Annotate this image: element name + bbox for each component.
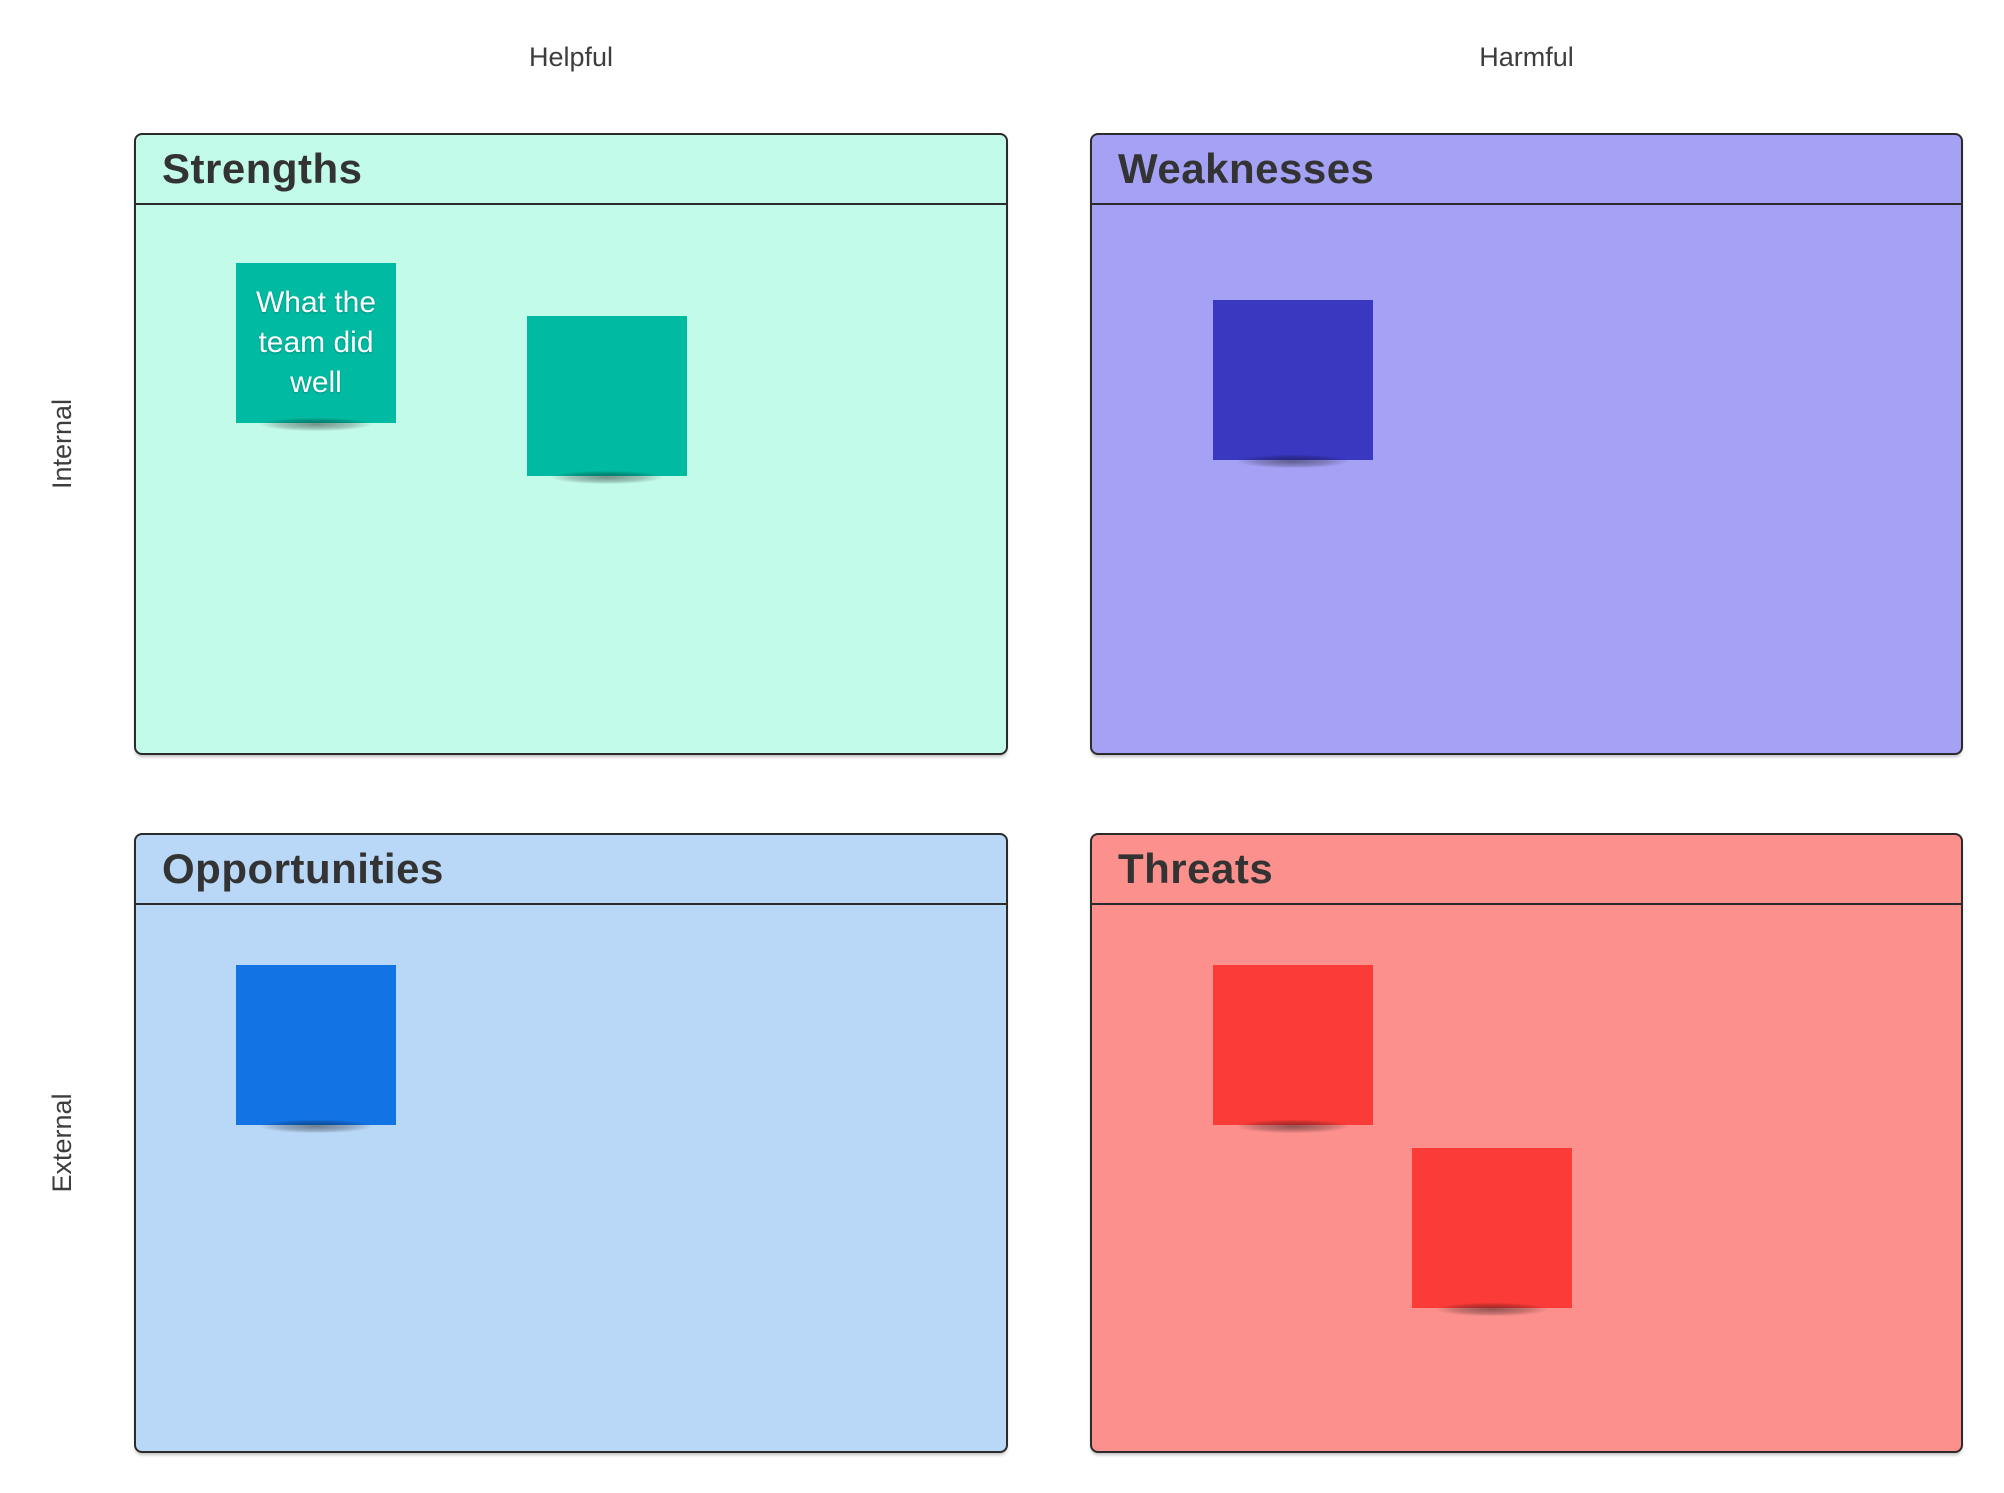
quadrant-strengths-title: Strengths bbox=[162, 145, 363, 192]
sticky-note-text: What the team did well bbox=[255, 286, 377, 399]
quadrant-threats-body bbox=[1092, 905, 1961, 1451]
quadrant-strengths-body: What the team did well bbox=[136, 205, 1006, 753]
sticky-note-threats-1[interactable] bbox=[1213, 965, 1373, 1140]
sticky-note-threats-2[interactable] bbox=[1412, 1148, 1572, 1323]
quadrant-weaknesses-header: Weaknesses bbox=[1092, 135, 1961, 205]
quadrant-weaknesses-title: Weaknesses bbox=[1118, 145, 1375, 192]
sticky-note-strengths-2[interactable] bbox=[527, 316, 687, 491]
quadrant-weaknesses-body bbox=[1092, 205, 1961, 753]
sticky-note-opportunities-1[interactable] bbox=[236, 965, 396, 1140]
quadrant-opportunities-body bbox=[136, 905, 1006, 1451]
axis-label-internal: Internal bbox=[47, 398, 77, 490]
quadrant-opportunities-header: Opportunities bbox=[136, 835, 1006, 905]
axis-label-helpful: Helpful bbox=[528, 42, 614, 72]
quadrant-opportunities-title: Opportunities bbox=[162, 845, 444, 892]
axis-label-harmful: Harmful bbox=[1479, 42, 1574, 72]
sticky-note-weaknesses-1[interactable] bbox=[1213, 300, 1373, 475]
quadrant-threats-header: Threats bbox=[1092, 835, 1961, 905]
sticky-note-strengths-1[interactable]: What the team did well bbox=[236, 263, 396, 438]
quadrant-strengths[interactable]: Strengths What the team did well bbox=[134, 133, 1008, 755]
quadrant-threats-title: Threats bbox=[1118, 845, 1274, 892]
quadrant-strengths-header: Strengths bbox=[136, 135, 1006, 205]
quadrant-weaknesses[interactable]: Weaknesses bbox=[1090, 133, 1963, 755]
axis-label-external: External bbox=[47, 1093, 77, 1193]
quadrant-threats[interactable]: Threats bbox=[1090, 833, 1963, 1453]
quadrant-opportunities[interactable]: Opportunities bbox=[134, 833, 1008, 1453]
